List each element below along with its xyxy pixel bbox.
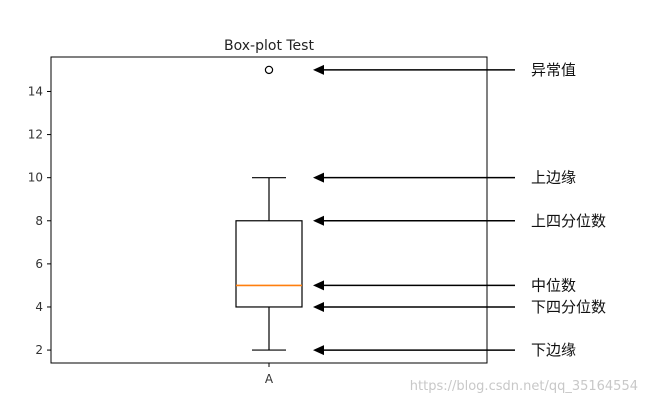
annotation-label: 异常值: [531, 61, 576, 79]
y-tick-label: 14: [28, 84, 43, 98]
arrow-head-icon: [313, 280, 324, 291]
annotation-label: 上四分位数: [531, 212, 606, 230]
y-tick-label: 8: [35, 214, 43, 228]
chart-title: Box-plot Test: [224, 38, 314, 54]
iqr-box: [235, 220, 303, 308]
arrow-head-icon: [313, 301, 324, 312]
box-group: [235, 65, 303, 351]
arrow-head-icon: [313, 345, 324, 356]
y-tick-label: 2: [35, 343, 43, 357]
y-axis: 2 4 6 8 10 12 14: [28, 84, 51, 357]
annotation-label: 下边缘: [531, 341, 576, 359]
y-tick-label: 10: [28, 171, 43, 185]
outlier-point: [264, 65, 274, 75]
arrow-head-icon: [313, 215, 324, 226]
x-axis: A: [265, 363, 274, 386]
y-tick-label: 6: [35, 257, 43, 271]
y-tick-label: 12: [28, 128, 43, 142]
annotation-label: 上边缘: [531, 169, 576, 187]
watermark: https://blog.csdn.net/qq_35164554: [410, 379, 638, 394]
annotation-label: 下四分位数: [531, 298, 606, 316]
arrow-head-icon: [313, 172, 324, 183]
annotation-label: 中位数: [531, 276, 576, 294]
arrow-head-icon: [313, 64, 324, 75]
y-tick-label: 4: [35, 300, 43, 314]
x-tick-label: A: [265, 372, 274, 386]
